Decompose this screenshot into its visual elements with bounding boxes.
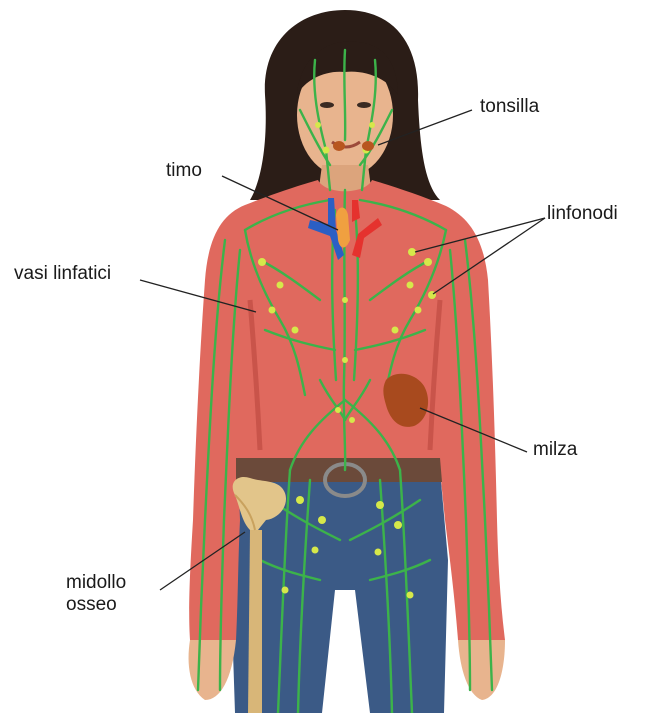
left-eye bbox=[320, 102, 334, 108]
belt bbox=[236, 458, 442, 482]
tonsil-right bbox=[362, 141, 374, 151]
right-hand bbox=[458, 640, 505, 700]
tonsil-left bbox=[333, 141, 345, 151]
label-midollo-line2: osseo bbox=[66, 594, 156, 616]
label-timo: timo bbox=[166, 160, 202, 182]
right-eye bbox=[357, 102, 371, 108]
label-midollo-line1: midollo bbox=[66, 572, 156, 594]
label-linfonodi: linfonodi bbox=[547, 203, 618, 225]
label-vasi-linfatici: vasi linfatici bbox=[14, 263, 111, 285]
label-milza: milza bbox=[533, 439, 577, 461]
label-tonsilla: tonsilla bbox=[480, 96, 539, 118]
label-midollo-osseo: midollo osseo bbox=[66, 572, 156, 616]
left-hand bbox=[189, 640, 236, 700]
